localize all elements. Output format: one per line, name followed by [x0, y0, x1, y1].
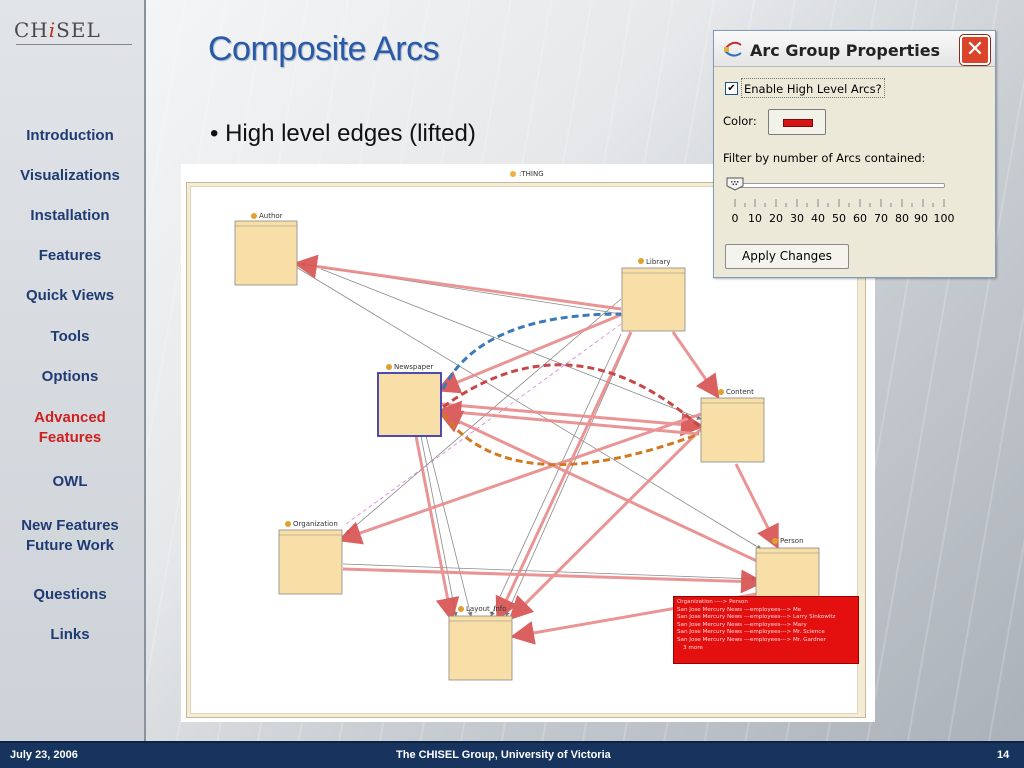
orange-dashed-arc [441, 413, 700, 467]
footer-date: July 23, 2006 [10, 749, 78, 761]
tooltip-line: 3 more [683, 644, 703, 651]
footer-org: The CHISEL Group, University of Victoria [396, 749, 611, 761]
node-person[interactable]: Person [755, 537, 820, 599]
arc-group-icon [724, 41, 742, 57]
tooltip-line: San Jose Mercury News ---employees---> L… [677, 614, 836, 621]
sidebar-item-links[interactable]: Links [50, 626, 90, 643]
slider-tick-labels: 0 10 20 30 40 50 60 70 80 90 100 [714, 212, 997, 226]
sidebar-item-visualizations[interactable]: Visualizations [20, 167, 120, 184]
apply-changes-button[interactable]: Apply Changes [725, 244, 849, 269]
color-swatch [783, 119, 813, 127]
footer-page-number: 14 [997, 749, 1010, 761]
tick-label: 90 [914, 212, 928, 225]
svg-text:Newspaper: Newspaper [394, 363, 433, 371]
sidebar-item-owl[interactable]: OWL [52, 473, 88, 490]
svg-text:Organization: Organization [293, 520, 338, 528]
red-dashed-arc [442, 363, 700, 428]
slide-bullet: • High level edges (lifted) [210, 120, 476, 147]
arc-filter-slider-track[interactable] [728, 183, 945, 188]
sidebar-item-features[interactable]: Features [38, 247, 102, 264]
dialog-titlebar[interactable]: Arc Group Properties ✕ [714, 31, 995, 67]
pink-dashed-arc [345, 323, 622, 525]
arc-tooltip: Organization ----> Person San Jose Mercu… [673, 596, 859, 664]
tick-label: 0 [731, 212, 739, 225]
root-node-label: :THING [519, 170, 544, 178]
tick-label: 50 [832, 212, 846, 225]
filter-label: Filter by number of Arcs contained: [723, 151, 926, 165]
root-node-icon [510, 171, 516, 177]
enable-high-level-arcs-label[interactable]: Enable High Level Arcs? [741, 78, 885, 98]
chisel-logo: CHiSEL [14, 18, 101, 42]
node-newspaper[interactable]: Newspaper [377, 363, 442, 437]
enable-high-level-arcs-checkbox[interactable]: ✔ [725, 82, 738, 95]
svg-text:Library: Library [646, 258, 670, 266]
tick-label: 60 [853, 212, 867, 225]
svg-text:Layout_Info: Layout_Info [466, 605, 507, 613]
slide-title: Composite Arcs [208, 30, 440, 68]
tick-label: 80 [895, 212, 909, 225]
thin-arcs [295, 262, 762, 617]
tooltip-line: San Jose Mercury News ---employees---> M… [677, 621, 807, 628]
tick-label: 30 [790, 212, 804, 225]
blue-dashed-arc [441, 312, 622, 390]
svg-text:Content: Content [726, 388, 754, 396]
svg-text:Author: Author [259, 212, 283, 220]
dialog-title: Arc Group Properties [750, 41, 941, 60]
tooltip-line: San Jose Mercury News ---employees---> M… [677, 629, 825, 636]
node-content[interactable]: Content [700, 388, 765, 463]
sidebar-item-installation[interactable]: Installation [30, 207, 110, 224]
composite-arcs [293, 254, 779, 645]
tick-label: 40 [811, 212, 825, 225]
node-library[interactable]: Library [621, 258, 686, 332]
sidebar-item-advanced-features[interactable]: Advanced Features [34, 409, 106, 446]
node-author[interactable]: Author [234, 212, 298, 286]
tick-label: 100 [933, 212, 955, 225]
sidebar-item-quick-views[interactable]: Quick Views [25, 287, 115, 304]
slider-ticks [734, 199, 945, 207]
sidebar: CHiSEL Introduction Visualizations Insta… [0, 0, 146, 741]
tick-label: 10 [748, 212, 762, 225]
arc-filter-slider-thumb[interactable] [726, 177, 744, 191]
color-picker-button[interactable] [768, 109, 826, 135]
node-organization[interactable]: Organization [278, 520, 343, 595]
footer: July 23, 2006 The CHISEL Group, Universi… [0, 741, 1024, 768]
graph-svg: :THING [234, 170, 820, 681]
sidebar-item-new-features[interactable]: New Features Future Work [21, 517, 119, 554]
tooltip-line: San Jose Mercury News ---employees---> M… [677, 606, 802, 613]
sidebar-item-options[interactable]: Options [41, 368, 99, 385]
tooltip-line: Organization ----> Person [677, 599, 748, 605]
sidebar-item-questions[interactable]: Questions [33, 586, 107, 603]
node-layout-info[interactable]: Layout_Info [448, 605, 513, 681]
arc-group-properties-dialog: Arc Group Properties ✕ ✔ Enable High Lev… [713, 30, 996, 278]
sidebar-item-introduction[interactable]: Introduction [26, 127, 114, 144]
tick-label: 70 [874, 212, 888, 225]
tick-label: 20 [769, 212, 783, 225]
color-label: Color: [723, 114, 757, 128]
tooltip-line: San Jose Mercury News ---employees---> M… [677, 636, 826, 643]
close-icon[interactable]: ✕ [960, 35, 990, 65]
sidebar-item-tools[interactable]: Tools [50, 328, 90, 345]
svg-text:Person: Person [780, 537, 804, 545]
logo-divider [16, 44, 132, 45]
